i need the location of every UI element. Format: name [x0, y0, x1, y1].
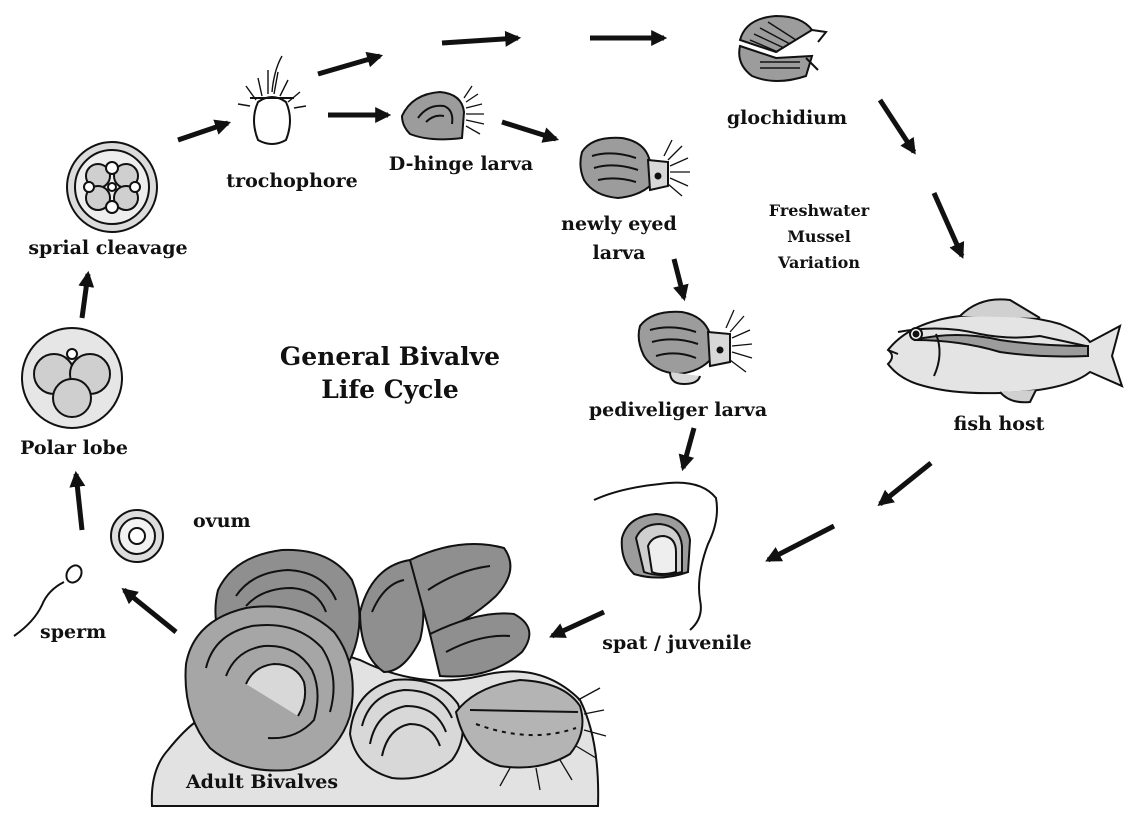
arrow-pediveliger-to-spat — [683, 428, 694, 468]
arrow-adult-to-sperm — [124, 590, 176, 632]
arrow-fish-to-spat — [768, 526, 834, 560]
glochidium-figure — [739, 16, 826, 81]
label-polar-lobe: Polar lobe — [20, 437, 128, 459]
label-d-hinge-larva: D-hinge larva — [389, 153, 533, 175]
arrow-dhinge-to-eyed — [502, 122, 556, 139]
arrow-to-fish — [934, 193, 962, 256]
arrow-fish-down-1 — [880, 463, 931, 504]
variation-label-line-2: Mussel — [787, 227, 851, 246]
d-hinge-larva-figure — [402, 86, 484, 139]
label-pediveliger-larva: pediveliger larva — [589, 399, 767, 421]
variation-label-line-3: Variation — [777, 253, 860, 272]
arrow-sperm-to-polar-lobe — [76, 474, 82, 530]
pediveliger-larva-figure — [639, 310, 752, 384]
trochophore-figure — [238, 56, 306, 144]
label-newly-eyed-line-1: newly eyed — [561, 213, 677, 235]
adult-bivalves-figure — [152, 544, 606, 806]
label-ovum: ovum — [193, 510, 251, 532]
diagram-title-line-1: General Bivalve — [280, 342, 500, 371]
arrow-trochophore-upper — [318, 56, 380, 74]
polar-lobe-figure — [22, 328, 122, 428]
label-newly-eyed-line-2: larva — [593, 242, 646, 264]
spat-juvenile-figure — [594, 483, 717, 630]
label-glochidium: glochidium — [727, 107, 847, 129]
arrow-polar-lobe-to-cleavage — [82, 274, 88, 318]
arrow-eyed-to-pediveliger — [674, 259, 684, 298]
arrow-cleavage-to-trochophore — [178, 123, 228, 140]
arrow-spat-to-adult — [552, 612, 604, 636]
diagram-title-line-2: Life Cycle — [321, 375, 459, 404]
ovum-figure — [111, 510, 163, 562]
label-adult-bivalves: Adult Bivalves — [185, 771, 338, 793]
label-sprial-cleavage: sprial cleavage — [28, 237, 187, 259]
label-trochophore: trochophore — [226, 170, 357, 192]
arrow-top-middle — [442, 38, 518, 43]
label-fish-host: fish host — [954, 413, 1045, 435]
spiral-cleavage-figure — [67, 142, 157, 232]
newly-eyed-larva-figure — [580, 138, 690, 198]
variation-label-line-1: Freshwater — [769, 201, 870, 220]
arrow-glochidium-down — [880, 100, 914, 152]
label-spat-juvenile: spat / juvenile — [602, 632, 751, 654]
label-sperm: sperm — [40, 621, 106, 643]
fish-host-figure — [888, 299, 1122, 402]
